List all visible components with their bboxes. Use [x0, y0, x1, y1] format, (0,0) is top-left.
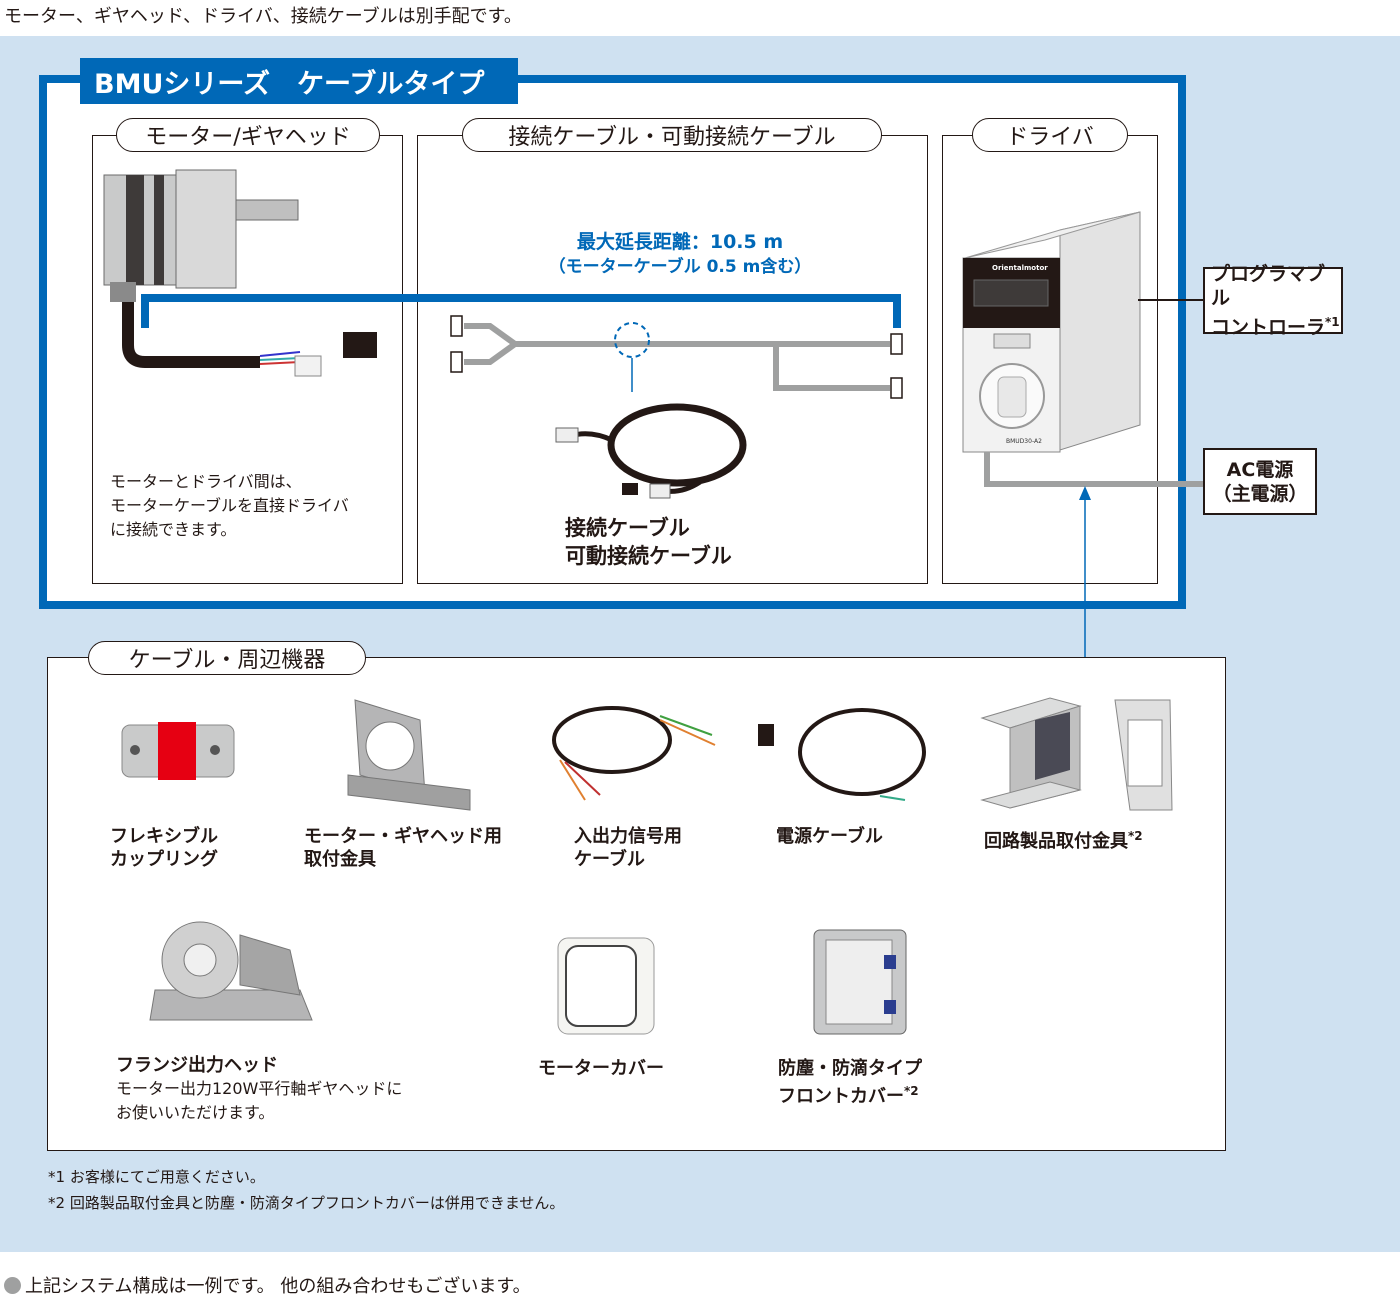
circuit-bracket-label: 回路製品取付金具: [984, 831, 1128, 852]
flange-head-illustration: [149, 921, 313, 1021]
driver-illustration: [962, 211, 1141, 453]
peripheral-io-cable: 入出力信号用 ケーブル: [574, 825, 682, 871]
driver-section-title: ドライバ: [972, 118, 1128, 152]
mounting-bracket-label-line2: 取付金具: [304, 849, 376, 870]
ac-line2: （主電源）: [1212, 482, 1308, 505]
coupling-label-line1: フレキシブル: [110, 826, 218, 847]
ac-line1: AC電源: [1226, 458, 1294, 481]
footnote-1-mark: *1: [48, 1168, 66, 1186]
front-cover-label-line2: フロントカバー: [778, 1086, 904, 1107]
peripheral-mounting-bracket: モーター・ギヤヘッド用 取付金具: [304, 825, 502, 871]
connection-cable-label-line1: 接続ケーブル: [565, 516, 690, 540]
power-cable-label: 電源ケーブル: [776, 826, 883, 847]
peripheral-coupling: フレキシブル カップリング: [110, 825, 218, 871]
ac-power-box: AC電源 （主電源）: [1203, 448, 1317, 515]
series-title: BMUシリーズ ケーブルタイプ: [80, 58, 518, 104]
footnote-1: *1 お客様にてご用意ください。: [48, 1166, 265, 1187]
bullet-icon: [4, 1276, 21, 1294]
connection-cable-illustration: [555, 403, 747, 499]
connection-cable-label: 接続ケーブル 可動接続ケーブル: [565, 514, 732, 570]
front-cover-label-line1: 防塵・防滴タイプ: [778, 1058, 922, 1079]
programmable-controller-box: プログラマブル コントローラ*1: [1203, 263, 1343, 338]
power-cable-illustration: [758, 708, 926, 801]
footnote-2: *2 回路製品取付金具と防塵・防滴タイプフロントカバーは併用できません。: [48, 1192, 564, 1213]
plc-line2: コントローラ: [1211, 316, 1326, 339]
motor-note-line2: モーターケーブルを直接ドライバ: [110, 496, 349, 515]
front-cover-footnote-mark: *2: [904, 1084, 919, 1098]
peripheral-power-cable: 電源ケーブル: [776, 825, 883, 848]
io-cable-label-line1: 入出力信号用: [574, 826, 682, 847]
motor-cover-label: モーターカバー: [538, 1058, 664, 1079]
motor-section-title: モーター/ギヤヘッド: [116, 118, 380, 152]
front-cover-illustration: [813, 929, 907, 1035]
peripheral-flange-head: フランジ出力ヘッド モーター出力120W平行軸ギヤヘッドに お使いいただけます。: [116, 1054, 402, 1125]
driver-model: BMUD30-A2: [1006, 438, 1042, 445]
plc-line1: プログラマブル: [1211, 262, 1326, 309]
flange-head-label: フランジ出力ヘッド: [116, 1055, 278, 1076]
mounting-bracket-label-line1: モーター・ギヤヘッド用: [304, 826, 502, 847]
peripheral-motor-cover: モーターカバー: [538, 1057, 664, 1080]
max-distance-label: 最大延長距離：10.5 m: [576, 231, 784, 253]
motor-cover-illustration: [557, 937, 655, 1035]
coupling-label-line2: カップリング: [110, 849, 218, 870]
footnote-2-text: 回路製品取付金具と防塵・防滴タイプフロントカバーは併用できません。: [69, 1194, 565, 1212]
circuit-bracket-footnote-mark: *2: [1128, 829, 1143, 843]
footnote-2-mark: *2: [48, 1194, 66, 1212]
motor-cable-included-label: （モーターケーブル 0.5 m含む）: [548, 257, 812, 277]
motor-note-line1: モーターとドライバ間は、: [110, 472, 302, 491]
io-cable-label-line2: ケーブル: [574, 849, 645, 870]
io-cable-illustration: [552, 706, 716, 801]
mounting-bracket-illustration: [347, 699, 471, 811]
cable-section-title: 接続ケーブル・可動接続ケーブル: [462, 118, 882, 152]
footnote-1-text: お客様にてご用意ください。: [69, 1168, 265, 1186]
flange-note-line2: お使いいただけます。: [116, 1103, 275, 1122]
cable-section-box: [417, 135, 928, 584]
bottom-note-text: 上記システム構成は一例です。 他の組み合わせもございます。: [25, 1276, 531, 1297]
driver-brand: Orientalmotor: [992, 264, 1048, 272]
bottom-note: 上記システム構成は一例です。 他の組み合わせもございます。: [4, 1272, 531, 1298]
plc-footnote-mark: *1: [1325, 314, 1340, 329]
motor-note: モーターとドライバ間は、 モーターケーブルを直接ドライバ に接続できます。: [110, 470, 349, 542]
peripheral-front-cover: 防塵・防滴タイプ フロントカバー*2: [778, 1057, 922, 1108]
peripherals-title: ケーブル・周辺機器: [88, 641, 366, 675]
peripheral-circuit-bracket: 回路製品取付金具*2: [984, 825, 1143, 853]
coupling-illustration: [121, 722, 235, 780]
top-note: モーター、ギヤヘッド、ドライバ、接続ケーブルは別手配です。: [4, 6, 522, 27]
flange-note-line1: モーター出力120W平行軸ギヤヘッドに: [116, 1079, 403, 1098]
connection-cable-label-line2: 可動接続ケーブル: [565, 544, 732, 568]
circuit-bracket-illustration: [980, 697, 1173, 811]
motor-gearhead-illustration: [103, 169, 377, 377]
motor-note-line3: に接続できます。: [110, 520, 237, 539]
